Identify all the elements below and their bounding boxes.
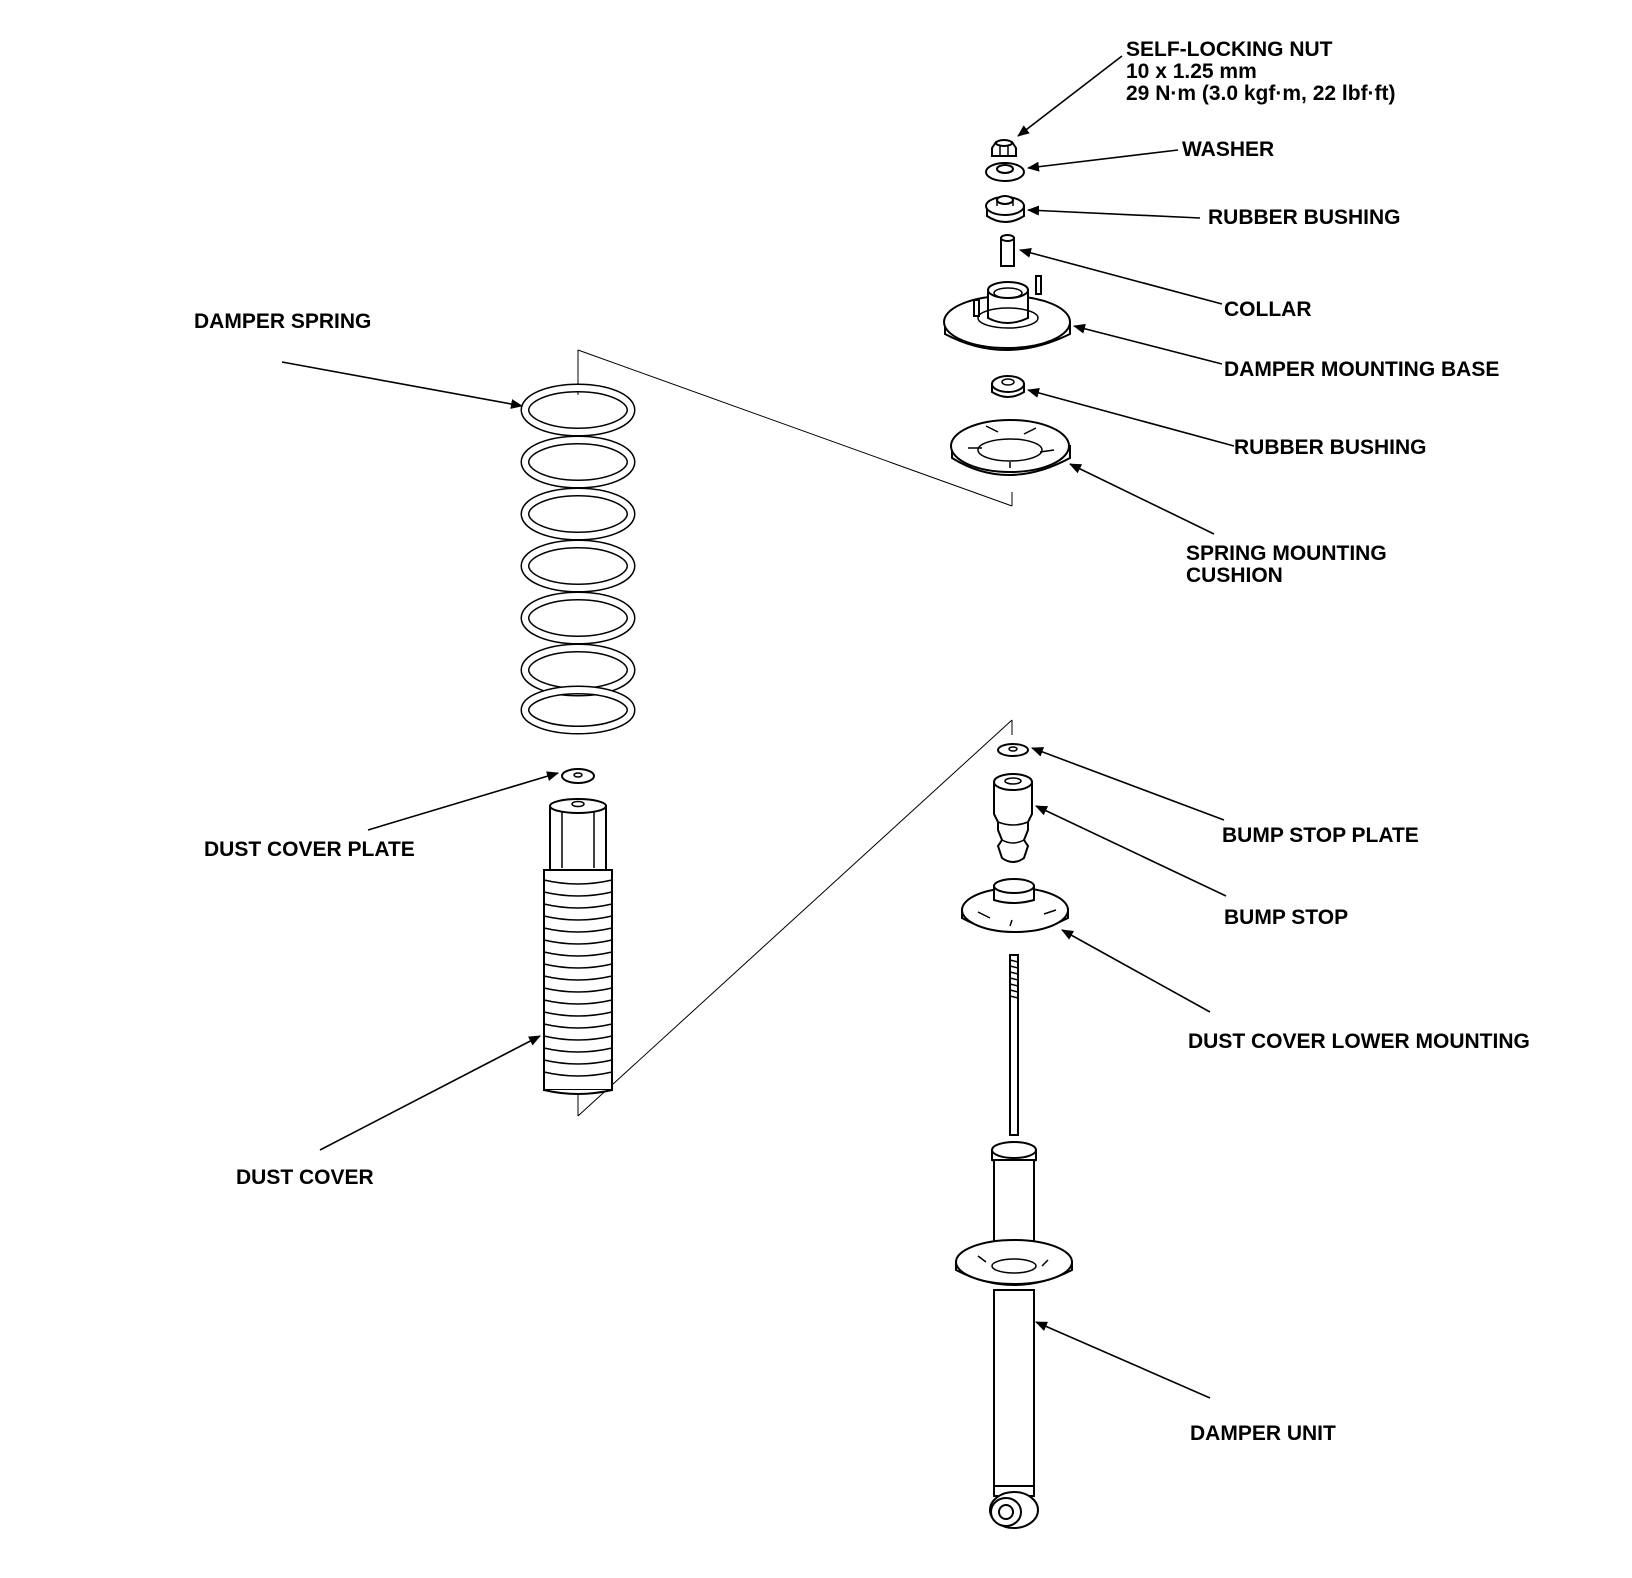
assembly-guide-lines — [577, 349, 1013, 1117]
bump-stop-plate-part — [997, 743, 1029, 757]
label-nut-size: 10 x 1.25 mm — [1126, 60, 1257, 83]
label-dust-cover-plate: DUST COVER PLATE — [204, 838, 415, 861]
label-collar: COLLAR — [1224, 298, 1312, 321]
label-spring-mounting-cushion-line1: SPRING MOUNTING — [1186, 542, 1387, 565]
dust-cover-plate-part — [561, 768, 595, 784]
label-rubber-bushing-lower: RUBBER BUSHING — [1234, 436, 1427, 459]
dust-cover-lower-mounting-part — [961, 878, 1069, 933]
label-bump-stop: BUMP STOP — [1224, 906, 1348, 929]
damper-unit-part — [955, 954, 1073, 1529]
label-damper-spring: DAMPER SPRING — [194, 310, 371, 333]
rubber-bushing-lower-part — [991, 375, 1025, 398]
spring-mounting-cushion-part — [950, 419, 1071, 476]
label-rubber-bushing-upper: RUBBER BUSHING — [1208, 206, 1401, 229]
self-locking-nut-part — [991, 139, 1017, 157]
dust-cover-part — [543, 798, 613, 1095]
label-spring-mounting-cushion-line2: CUSHION — [1186, 564, 1283, 587]
label-dust-cover-lower-mounting: DUST COVER LOWER MOUNTING — [1188, 1030, 1530, 1053]
leader-lines — [281, 55, 1235, 1399]
label-self-locking-nut: SELF-LOCKING NUT — [1126, 38, 1333, 61]
label-damper-unit: DAMPER UNIT — [1190, 1422, 1336, 1445]
label-bump-stop-plate: BUMP STOP PLATE — [1222, 824, 1419, 847]
part-labels: SELF-LOCKING NUT 10 x 1.25 mm 29 N·m (3.… — [194, 38, 1530, 1445]
rubber-bushing-upper-part — [985, 195, 1025, 223]
damper-mounting-base-part — [943, 275, 1071, 351]
collar-part — [1000, 234, 1015, 267]
label-washer: WASHER — [1182, 138, 1274, 161]
label-dust-cover: DUST COVER — [236, 1166, 374, 1189]
label-nut-torque: 29 N·m (3.0 kgf·m, 22 lbf·ft) — [1126, 82, 1396, 105]
bump-stop-part — [993, 773, 1033, 863]
label-damper-mounting-base: DAMPER MOUNTING BASE — [1224, 358, 1499, 381]
damper-spring-part — [520, 383, 636, 735]
washer-part — [985, 162, 1025, 182]
